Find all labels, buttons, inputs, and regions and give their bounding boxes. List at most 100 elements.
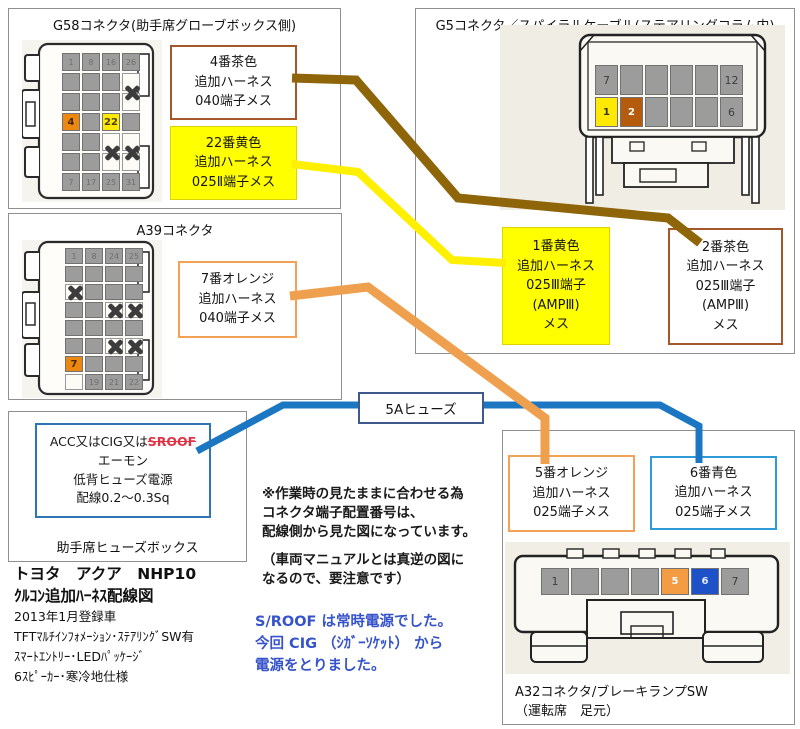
pin-22-g58: 22	[102, 113, 120, 131]
pin-cell-g5	[695, 97, 718, 127]
vehicle-title: トヨタ アクア NHP10	[14, 565, 197, 583]
pin-cell-g5: 6	[720, 97, 743, 127]
keying-x-mark	[127, 303, 143, 319]
callout-pin5-orange: 5番オレンジ 追加ハーネス 025端子メス	[508, 455, 635, 532]
pin-cell-a39	[65, 266, 83, 282]
pin-5-a32: 5	[661, 568, 689, 595]
pin-cell-a32: 7	[721, 568, 749, 595]
keying-x-mark	[107, 339, 123, 355]
callout-pin22-yellow: 22番黄色 追加ハーネス 025Ⅱ端子メス	[170, 126, 297, 200]
pin-cell-a39	[65, 374, 83, 390]
pin-cell-g5	[695, 65, 718, 95]
pin-cell-g58: 26	[122, 53, 140, 71]
fusebox-caption: 助手席ヒューズボックス	[56, 541, 199, 556]
diagram-title: ｸﾙｺﾝ追加ﾊｰﾈｽ配線図	[14, 587, 154, 605]
pin-cell-a39	[105, 284, 123, 300]
callout-line: 025端子メス	[675, 504, 752, 520]
pin-cell-a39: 21	[105, 374, 123, 390]
callout-line: 025端子メス	[533, 505, 610, 521]
callout-line: 5番オレンジ	[534, 466, 609, 482]
keying-x-mark	[124, 85, 140, 101]
pin-7-a39: 7	[65, 356, 83, 372]
blue-remark-line: S/ROOF は常時電源でした。	[255, 614, 453, 630]
pin-cell-a39	[85, 338, 103, 354]
keying-x-mark	[127, 339, 143, 355]
callout-line: 025Ⅱ端子メス	[191, 174, 276, 190]
callout-line: 7番オレンジ	[200, 272, 275, 288]
callout-line: 2番茶色	[701, 239, 750, 255]
pin-cell-g5	[620, 65, 643, 95]
keying-x-mark	[124, 145, 140, 161]
callout-line: 4番茶色	[209, 55, 258, 71]
pin-cell-g58: 31	[122, 173, 140, 191]
a32-housing-art	[505, 542, 790, 674]
pin-cell-a39	[125, 266, 143, 282]
pin-cell-g58	[82, 93, 100, 111]
note-block: ※作業時の見たままに合わせる為 コネクタ端子配置番号は、 配線側から見た図になっ…	[262, 485, 497, 589]
pin-cell-a39: 1	[65, 248, 83, 264]
keying-x-mark	[67, 285, 83, 301]
acc-line1-sroof-struck: SROOF	[147, 434, 197, 449]
callout-pin2-brown: 2番茶色 追加ハーネス 025Ⅲ端子 (AMPⅢ) メス	[668, 228, 783, 345]
callout-pin1-yellow: 1番黄色 追加ハーネス 025Ⅲ端子 (AMPⅢ) メス	[502, 227, 610, 345]
pin-cell-a39	[85, 356, 103, 372]
pin-cell-a39	[105, 320, 123, 336]
pin-cell-a39	[85, 320, 103, 336]
pin-cell-a39: 22	[125, 374, 143, 390]
pin-cell-a32: 1	[541, 568, 569, 595]
pin-cell-g58	[122, 113, 140, 131]
pin-cell-a39	[125, 356, 143, 372]
acc-line3: 低背ヒューズ電源	[73, 471, 173, 487]
note-line: 配線側から見た図になっています。	[262, 524, 476, 540]
callout-line: メス	[542, 317, 569, 333]
callout-line: 040端子メス	[199, 311, 276, 327]
pin-cell-g58	[82, 153, 100, 171]
pin-cell-a39: 24	[105, 248, 123, 264]
pin-cell-a39	[85, 302, 103, 318]
acc-line2: エーモン	[97, 452, 148, 468]
pin-1-g5: 1	[595, 97, 618, 127]
info-line: 6ｽﾋﾟｰｶｰ･寒冷地仕様	[14, 669, 129, 684]
pin-cell-g58	[62, 73, 80, 91]
info-line: ｽﾏｰﾄｴﾝﾄﾘｰ･LEDﾊﾟｯｹｰｼﾞ	[14, 649, 145, 664]
pin-cell-g5: 12	[720, 65, 743, 95]
section-a39-title: A39コネクタ	[136, 224, 214, 239]
pin-cell-g5: 7	[595, 65, 618, 95]
acc-power-box: ACC又はCIG又はSROOF エーモン 低背ヒューズ電源 配線0.2～0.3S…	[35, 423, 211, 518]
pin-cell-a39: 19	[85, 374, 103, 390]
pin-cell-g58	[62, 133, 80, 151]
a32-caption-line2: （運転席 足元）	[515, 704, 620, 719]
blue-remark-block: S/ROOF は常時電源でした。 今回 CIG （ｼｶﾞｰｿｹｯﾄ） から 電源…	[255, 611, 500, 677]
pin-cell-g58	[102, 73, 120, 91]
callout-line: 追加ハーネス	[516, 258, 595, 274]
callout-pin6-blue: 6番青色 追加ハーネス 025端子メス	[650, 456, 777, 530]
pin-cell-a32	[631, 568, 659, 595]
acc-line1: ACC又はCIG又はSROOF	[37, 433, 209, 452]
pin-cell-g58: 7	[62, 173, 80, 191]
pin-cell-g5	[670, 97, 693, 127]
callout-line: 040端子メス	[195, 94, 272, 110]
callout-line: (AMPⅢ)	[701, 298, 750, 314]
pin-cell-g58	[82, 73, 100, 91]
pin-cell-g5	[645, 97, 668, 127]
pin-cell-g58: 1	[62, 53, 80, 71]
pin-cell-a39	[125, 320, 143, 336]
pin-cell-g58: 16	[102, 53, 120, 71]
pin-4-g58: 4	[62, 113, 80, 131]
pin-cell-a39	[105, 266, 123, 282]
pin-cell-a39	[125, 284, 143, 300]
pin-cell-a32	[571, 568, 599, 595]
pin-cell-a39	[65, 338, 83, 354]
pin-cell-a39	[65, 320, 83, 336]
acc-line4: 配線0.2～0.3Sq	[76, 490, 170, 506]
pin-cell-g58	[62, 93, 80, 111]
note-line: コネクタ端子配置番号は、	[262, 505, 424, 521]
callout-line: 追加ハーネス	[532, 485, 611, 501]
a32-caption-line1: A32コネクタ/ブレーキランプSW	[515, 685, 709, 700]
pin-cell-g58: 25	[102, 173, 120, 191]
pin-cell-g58	[62, 153, 80, 171]
